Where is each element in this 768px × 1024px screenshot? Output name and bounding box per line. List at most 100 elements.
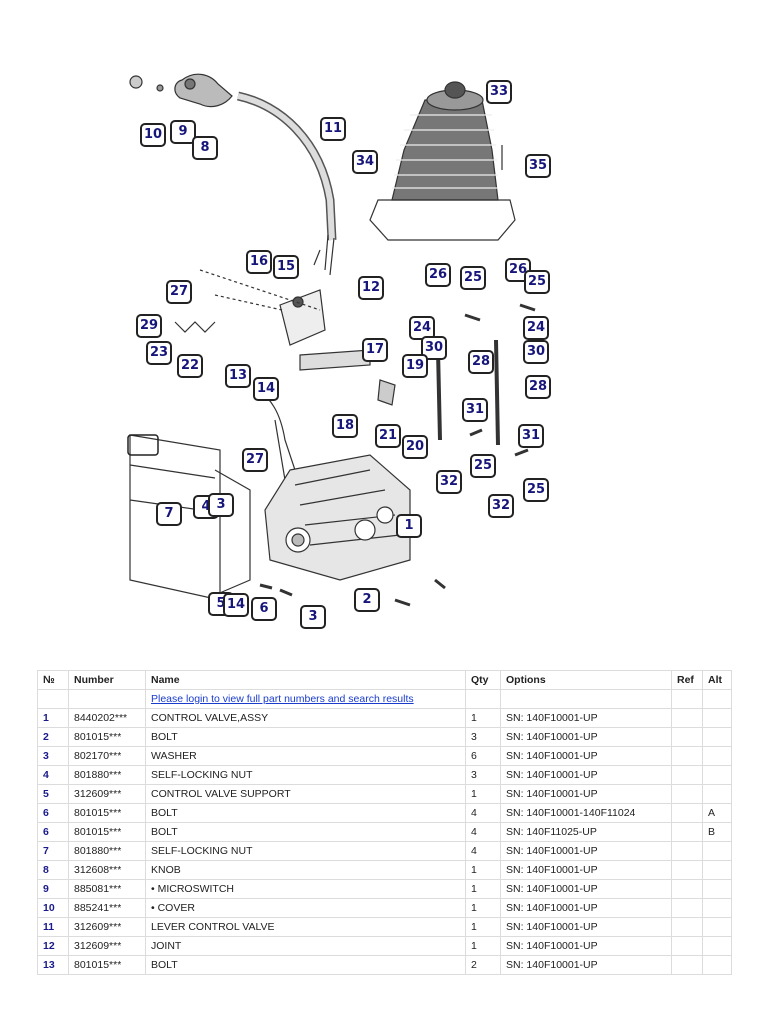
callout-11: 11 bbox=[320, 117, 346, 141]
cell-name: WASHER bbox=[145, 746, 466, 766]
col-number-header: Number bbox=[68, 670, 146, 690]
callout-31: 31 bbox=[462, 398, 488, 422]
callout-1: 1 bbox=[396, 514, 422, 538]
cell-number: 801015*** bbox=[68, 803, 146, 823]
cell-options: SN: 140F10001-UP bbox=[500, 879, 672, 899]
cell-name: BOLT bbox=[145, 955, 466, 975]
cell-name: KNOB bbox=[145, 860, 466, 880]
cell-number: 801880*** bbox=[68, 765, 146, 785]
cell-no: 3 bbox=[37, 746, 69, 766]
cell-ref bbox=[671, 955, 703, 975]
cell-no: 13 bbox=[37, 955, 69, 975]
callout-23: 23 bbox=[146, 341, 172, 365]
callout-19: 19 bbox=[402, 354, 428, 378]
cell-ref bbox=[671, 936, 703, 956]
cell-ref bbox=[671, 898, 703, 918]
callout-32: 32 bbox=[436, 470, 462, 494]
cell-qty: 1 bbox=[465, 708, 501, 728]
cell-options: SN: 140F10001-UP bbox=[500, 727, 672, 747]
col-no-header: № bbox=[37, 670, 69, 690]
callout-27: 27 bbox=[242, 448, 268, 472]
callout-27: 27 bbox=[166, 280, 192, 304]
cell-options: SN: 140F10001-UP bbox=[500, 860, 672, 880]
cell-qty: 6 bbox=[465, 746, 501, 766]
cell-name: CONTROL VALVE SUPPORT bbox=[145, 784, 466, 804]
callout-25: 25 bbox=[523, 478, 549, 502]
cell-ref bbox=[671, 879, 703, 899]
cell-alt bbox=[702, 879, 732, 899]
cell-alt bbox=[702, 746, 732, 766]
cell-no: 11 bbox=[37, 917, 69, 937]
col-qty-header: Qty bbox=[465, 670, 501, 690]
callout-26: 26 bbox=[425, 263, 451, 287]
cell-options: SN: 140F10001-UP bbox=[500, 936, 672, 956]
cell-alt bbox=[702, 841, 732, 861]
cell-no: 10 bbox=[37, 898, 69, 918]
cell-no: 8 bbox=[37, 860, 69, 880]
cell-ref bbox=[671, 708, 703, 728]
cell-qty: 4 bbox=[465, 841, 501, 861]
login-link[interactable]: Please login to view full part numbers a… bbox=[151, 693, 414, 705]
cell-ref bbox=[671, 784, 703, 804]
cell-alt bbox=[702, 727, 732, 747]
cell-name: LEVER CONTROL VALVE bbox=[145, 917, 466, 937]
callout-35: 35 bbox=[525, 154, 551, 178]
cell-name: • MICROSWITCH bbox=[145, 879, 466, 899]
callout-6: 6 bbox=[251, 597, 277, 621]
table-header-row: № Number Name Qty Options Ref Alt bbox=[37, 670, 732, 690]
cell-qty: 3 bbox=[465, 765, 501, 785]
callout-16: 16 bbox=[246, 250, 272, 274]
cell-number: 312609*** bbox=[68, 784, 146, 804]
cell-alt bbox=[702, 860, 732, 880]
cell-options: SN: 140F10001-UP bbox=[500, 898, 672, 918]
callout-14: 14 bbox=[253, 377, 279, 401]
cell-alt: B bbox=[702, 822, 732, 842]
callout-12: 12 bbox=[358, 276, 384, 300]
cell-number: 312609*** bbox=[68, 936, 146, 956]
cell-ref bbox=[671, 917, 703, 937]
callout-3: 3 bbox=[300, 605, 326, 629]
cell-options: SN: 140F10001-UP bbox=[500, 955, 672, 975]
callout-21: 21 bbox=[375, 424, 401, 448]
cell-number: 312609*** bbox=[68, 917, 146, 937]
cell-name: SELF-LOCKING NUT bbox=[145, 841, 466, 861]
cell-number: 801015*** bbox=[68, 955, 146, 975]
cell-name: BOLT bbox=[145, 727, 466, 747]
cell-options: SN: 140F10001-UP bbox=[500, 708, 672, 728]
cell-no: 4 bbox=[37, 765, 69, 785]
col-alt-header: Alt bbox=[702, 670, 732, 690]
cell-qty: 1 bbox=[465, 917, 501, 937]
callout-13: 13 bbox=[225, 364, 251, 388]
parts-table: № Number Name Qty Options Ref Alt Please… bbox=[37, 670, 732, 975]
cell-options: SN: 140F11025-UP bbox=[500, 822, 672, 842]
col-options-header: Options bbox=[500, 670, 672, 690]
callout-25: 25 bbox=[470, 454, 496, 478]
cell-no: 2 bbox=[37, 727, 69, 747]
cell-number: 802170*** bbox=[68, 746, 146, 766]
cell-ref bbox=[671, 822, 703, 842]
cell-number: 801015*** bbox=[68, 822, 146, 842]
cell-qty: 1 bbox=[465, 860, 501, 880]
callout-32: 32 bbox=[488, 494, 514, 518]
callout-25: 25 bbox=[460, 266, 486, 290]
cell-no: 1 bbox=[37, 708, 69, 728]
cell-no: 12 bbox=[37, 936, 69, 956]
cell-options: SN: 140F10001-UP bbox=[500, 746, 672, 766]
cell-alt bbox=[702, 898, 732, 918]
cell-ref bbox=[671, 727, 703, 747]
